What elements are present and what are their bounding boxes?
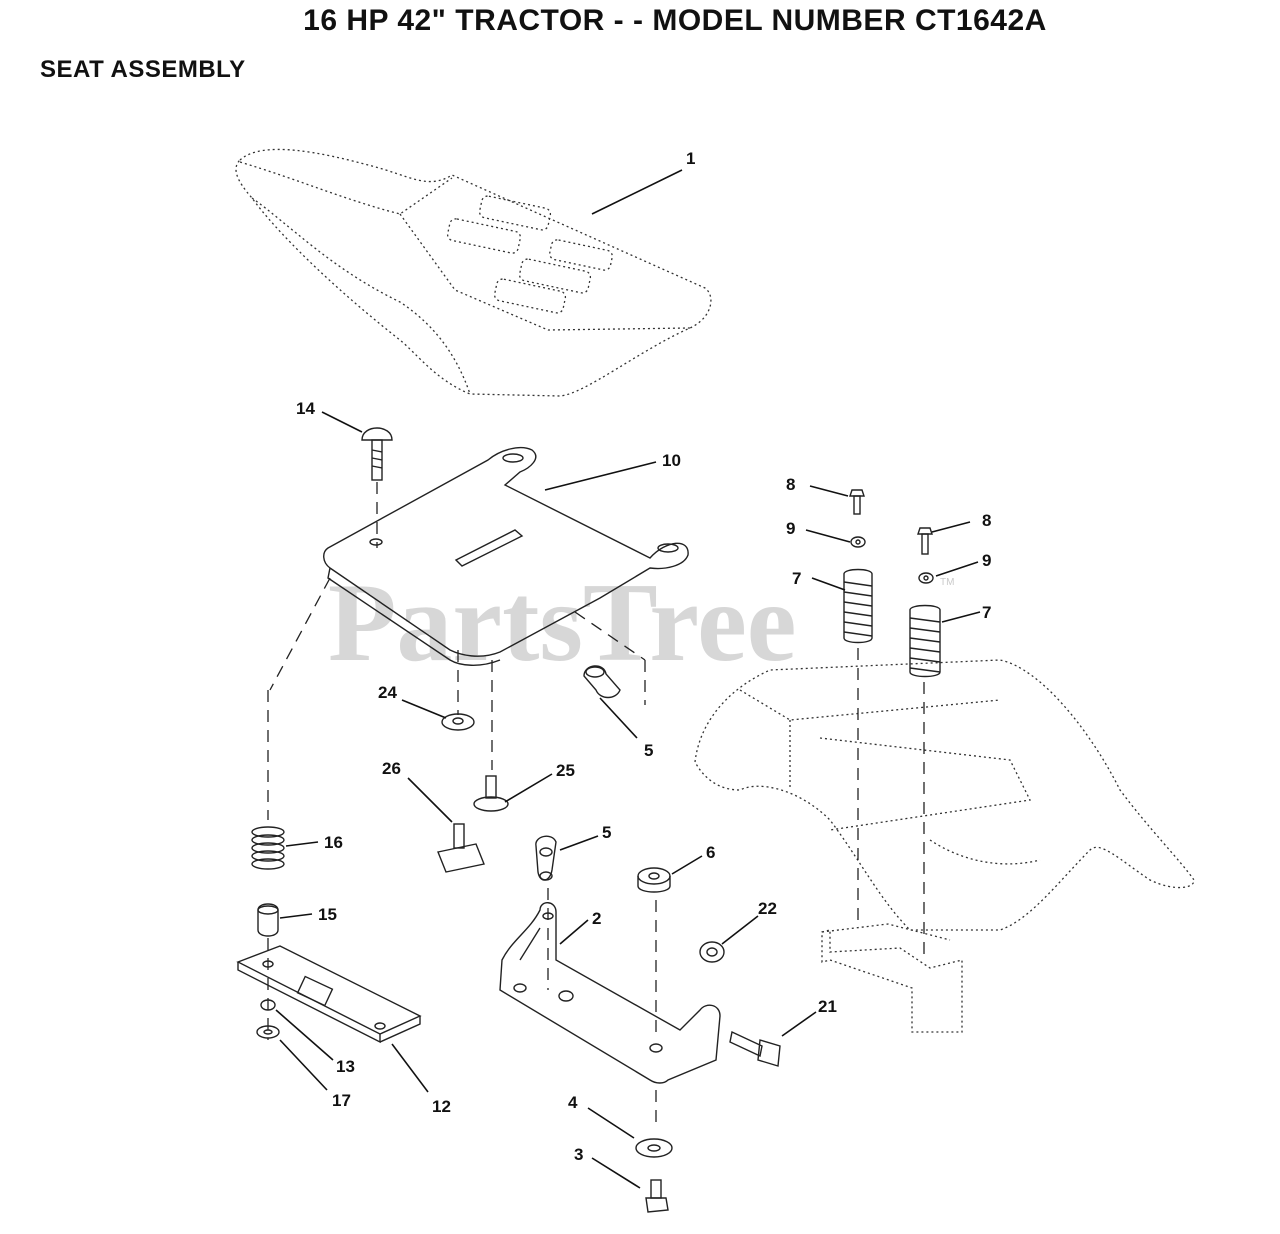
callout-9-left: 9 [786,519,795,538]
bumper-15-drawing [257,903,279,1040]
bolt-21-drawing [729,1030,781,1067]
callout-2: 2 [592,909,601,928]
spring-assembly-right-drawing [909,527,941,960]
page-title: 16 HP 42" TRACTOR - - MODEL NUMBER CT164… [303,4,1047,37]
callout-25: 25 [556,761,575,780]
callout-6: 6 [706,843,715,862]
washer-13-drawing [260,999,276,1011]
watermark-tm: TM [940,577,954,588]
callout-8-right: 8 [982,511,991,530]
callout-5-lower: 5 [602,823,611,842]
callout-21: 21 [818,997,837,1016]
callout-1: 1 [686,149,695,168]
washer-24-drawing [441,713,475,731]
callout-15: 15 [318,905,337,924]
callout-labels: 1 10 14 5 24 25 26 16 15 12 13 17 5 2 6 … [296,149,991,1164]
carriage-bolt-drawing [361,427,393,548]
callout-8-left: 8 [786,475,795,494]
callout-4: 4 [568,1093,578,1112]
callout-22: 22 [758,899,777,918]
callout-24: 24 [378,683,397,702]
bolt-3-drawing [645,1179,669,1213]
watermark: PartsTree [328,561,797,685]
seat-drawing [235,148,712,397]
slide-plate-12-drawing [236,945,422,1044]
callout-17: 17 [332,1091,351,1110]
seat-pan-drawing [267,446,689,820]
nut-17-drawing [256,1025,280,1039]
callout-14: 14 [296,399,315,418]
callout-10: 10 [662,451,681,470]
callout-9-right: 9 [982,551,991,570]
hair-pin-upper-drawing [583,665,621,699]
spring-16-drawing [251,826,285,870]
washer-4-drawing [635,1138,673,1158]
callout-5-upper: 5 [644,741,653,760]
callout-3: 3 [574,1145,583,1164]
callout-26: 26 [382,759,401,778]
nut-6-drawing [637,867,671,893]
bolt-25-drawing [473,775,509,812]
callout-16: 16 [324,833,343,852]
callout-13: 13 [336,1057,355,1076]
hair-pin-lower-drawing [535,835,557,881]
knob-26-drawing [437,823,485,873]
bushing-22-drawing [699,941,725,963]
section-title: SEAT ASSEMBLY [40,56,246,83]
callout-7-left: 7 [792,569,801,588]
tractor-frame-drawing [694,659,1195,1033]
leader-lines [275,169,981,1189]
bracket-2-drawing [499,888,721,1130]
spring-assembly-left-drawing [843,489,873,920]
callout-7-right: 7 [982,603,991,622]
callout-12: 12 [432,1097,451,1116]
